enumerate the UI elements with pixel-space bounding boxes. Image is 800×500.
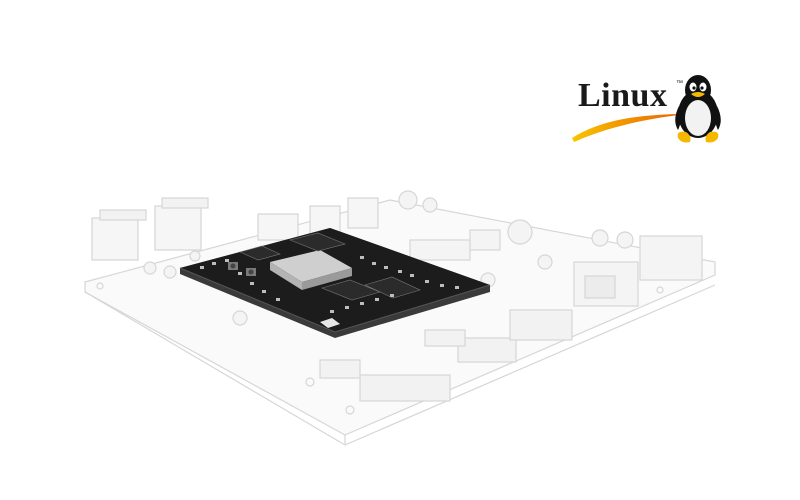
logo-wordmark: Linux <box>578 77 668 114</box>
trademark-symbol: ™ <box>676 80 683 87</box>
som-module <box>179 228 491 338</box>
linux-logo: Linux ™ <box>570 72 730 144</box>
swoosh-icon <box>572 114 688 142</box>
tux-penguin-icon <box>675 75 721 143</box>
